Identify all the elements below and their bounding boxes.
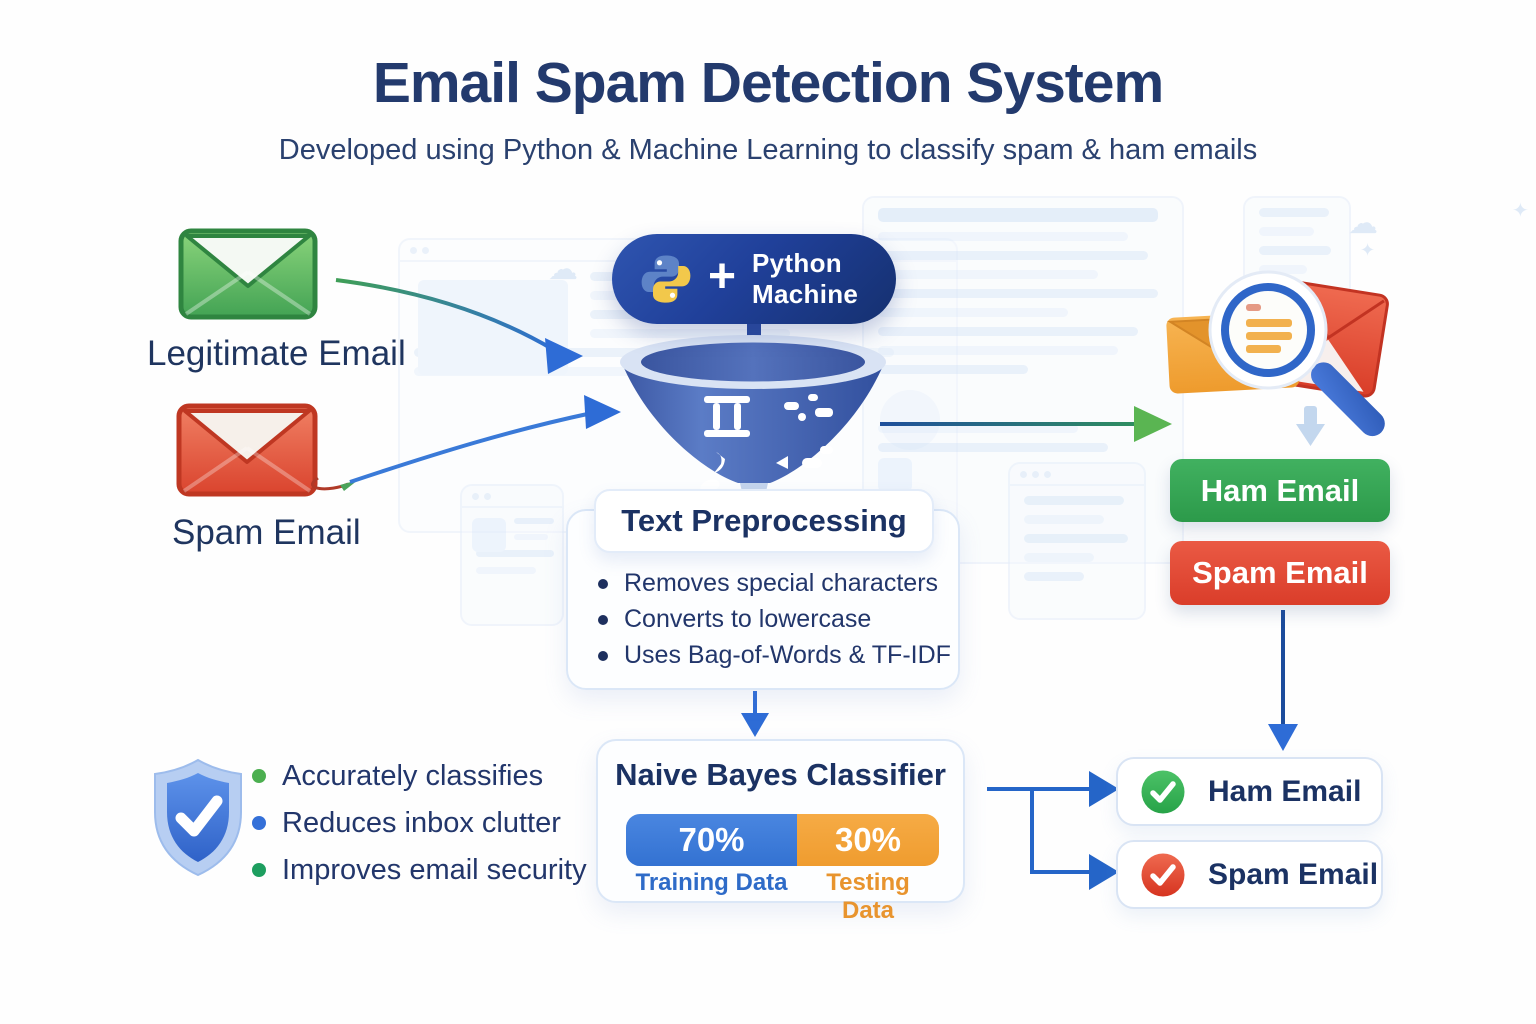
background-wireframe [1243,196,1351,344]
email-scan-illustration [1166,270,1389,446]
scanned-spam-envelope-icon [1267,279,1389,398]
preprocessing-bullet: Removes special characters [598,569,938,598]
training-label: Training Data [635,869,788,896]
spam-email-label: Spam Email [172,513,361,552]
result-spam-label: Spam Email [1208,857,1379,891]
page-subtitle: Developed using Python & Machine Learnin… [278,134,1258,166]
plus-icon: + [708,250,737,303]
bullet-dot [252,769,266,783]
page-title: Email Spam Detection System [372,51,1164,115]
result-ham-label: Ham Email [1208,774,1362,808]
preprocessing-bullet-text: Removes special characters [624,569,939,597]
check-circle-red-icon [1141,853,1185,896]
bullet-dot [252,816,266,830]
train-test-split-bar: 70% 30% [626,814,939,866]
spam-email-icon [176,403,318,497]
check-circle-green-icon [1141,770,1185,813]
bullet-dot [598,614,608,625]
background-wireframe [1008,462,1146,620]
python-ml-badge: + Python Machine [612,234,896,324]
preprocessing-title: Text Preprocessing [594,489,934,553]
preprocessing-bullet-text: Converts to lowercase [624,605,872,633]
benefit-item: Improves email security [252,851,587,889]
scanned-ham-envelope-icon [1166,311,1300,394]
badge-label: Python Machine [752,248,858,310]
badge-line2: Machine [752,279,859,309]
cloud-doodle: ☁ [548,253,578,286]
sparkle-doodle: ✦ [1512,200,1529,222]
testing-segment: 30% [797,814,939,866]
training-segment: 70% [626,814,797,866]
benefit-item: Accurately classifies [252,757,543,795]
classifier-card: Naive Bayes Classifier 70% 30% Training … [596,739,965,924]
testing-label: Testing Data [826,869,910,924]
preprocessing-bullet-text: Uses Bag-of-Words & TF-IDF [624,641,951,669]
bullet-dot [598,578,608,589]
classifier-title: Naive Bayes Classifier [615,757,946,792]
result-ham-card: Ham Email [1116,757,1383,826]
benefit-item: Reduces inbox clutter [252,804,561,842]
preprocessing-bullet: Uses Bag-of-Words & TF-IDF [598,641,951,670]
magnifier-icon [1208,270,1385,437]
python-icon [641,255,691,303]
spam-email-button: Spam Email [1170,541,1390,605]
scan-down-arrow-icon [1296,406,1325,446]
preprocessing-bullet: Converts to lowercase [598,605,871,634]
cloud-doodle: ☁ [1348,207,1378,240]
badge-line1: Python [752,247,842,278]
bullet-dot [252,863,266,877]
legitimate-email-label: Legitimate Email [147,334,406,373]
legitimate-email-icon [178,228,318,320]
background-wireframe [460,484,564,626]
sparkle-doodle: ✦ [1360,240,1376,260]
bullet-dot [598,650,608,661]
security-shield-icon [154,758,242,877]
result-spam-card: Spam Email [1116,840,1383,909]
benefit-text: Reduces inbox clutter [282,806,561,839]
benefit-text: Accurately classifies [282,759,544,792]
benefit-text: Improves email security [282,853,587,886]
ham-email-button: Ham Email [1170,459,1390,522]
